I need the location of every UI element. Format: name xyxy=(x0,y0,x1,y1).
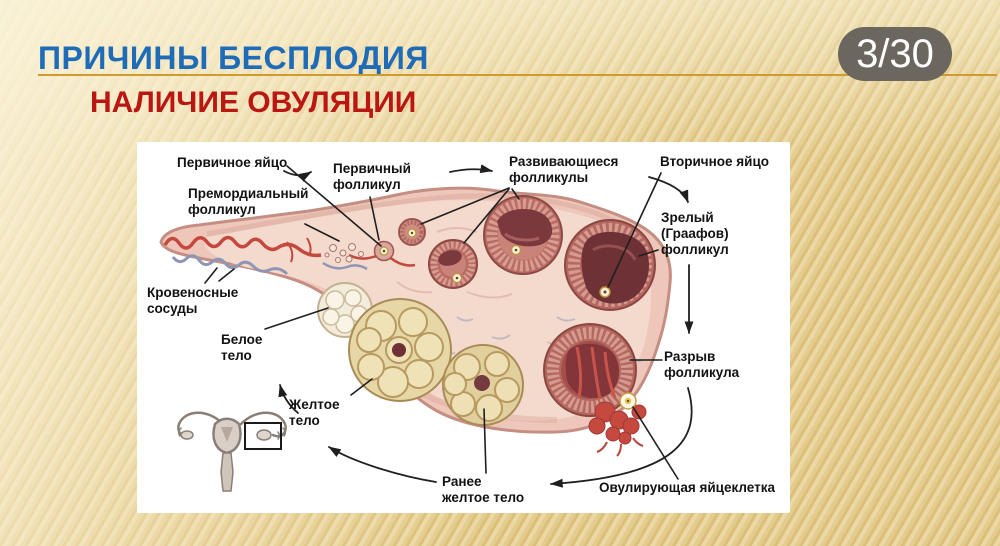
blood-vessels-art xyxy=(163,235,416,276)
uterus-icon xyxy=(177,411,287,492)
label-blood-vessels: Кровеносные сосуды xyxy=(147,285,239,316)
ovary-highlight-box xyxy=(244,422,282,450)
primordial-follicles-art xyxy=(324,243,364,263)
label-primary-egg: Первичное яйцо xyxy=(177,155,288,170)
arrow-to-early-corpus-luteum xyxy=(550,387,693,488)
label-follicle-rupture: Разрыв фолликула xyxy=(664,349,740,380)
label-secondary-egg: Вторичное яйцо xyxy=(660,154,770,169)
developing-follicle-medium-art xyxy=(428,239,478,289)
rupturing-follicle-art xyxy=(543,323,647,457)
diagram-panel: Первичное яйцо Первичный фолликул Премор… xyxy=(137,142,790,513)
corpus-luteum-art xyxy=(348,298,452,402)
arrow-to-corpus-luteum xyxy=(328,446,437,483)
label-ovulating-egg: Овулирующая яйцеклетка xyxy=(599,480,775,495)
leader-lines xyxy=(204,165,679,480)
slide-title: ПРИЧИНЫ БЕСПЛОДИЯ xyxy=(38,40,429,76)
cycle-arrows xyxy=(278,164,694,488)
label-graafian-follicle: Зрелый (Граафов) фолликул xyxy=(661,210,729,257)
arrow-to-developing-follicles xyxy=(449,164,493,174)
developing-follicle-small-art xyxy=(398,218,426,246)
label-developing-follicles: Развивающиеся фолликулы xyxy=(509,154,619,185)
ovary-diagram xyxy=(159,164,694,492)
label-corpus-luteum: Желтое тело xyxy=(289,397,340,428)
arrow-primary-egg-to-follicle xyxy=(283,170,312,182)
primary-follicle-art xyxy=(373,240,395,262)
developing-follicle-large-art xyxy=(483,195,563,275)
label-primary-follicle: Первичный фолликул xyxy=(333,161,411,192)
title-underline xyxy=(38,74,997,76)
label-primordial-follicle: Премордиальный фолликул xyxy=(188,186,309,217)
graafian-follicle-art xyxy=(564,219,656,311)
label-early-corpus-luteum: Ранее желтое тело xyxy=(442,474,525,505)
early-corpus-luteum-art xyxy=(442,344,524,426)
arrow-to-graafian xyxy=(648,176,689,203)
page-number-badge: 3/30 xyxy=(838,27,952,81)
arrow-to-corpus-albicans xyxy=(278,384,299,414)
slide-subtitle: НАЛИЧИЕ ОВУЛЯЦИИ xyxy=(90,86,417,119)
label-corpus-albicans: Белое тело xyxy=(221,332,263,363)
